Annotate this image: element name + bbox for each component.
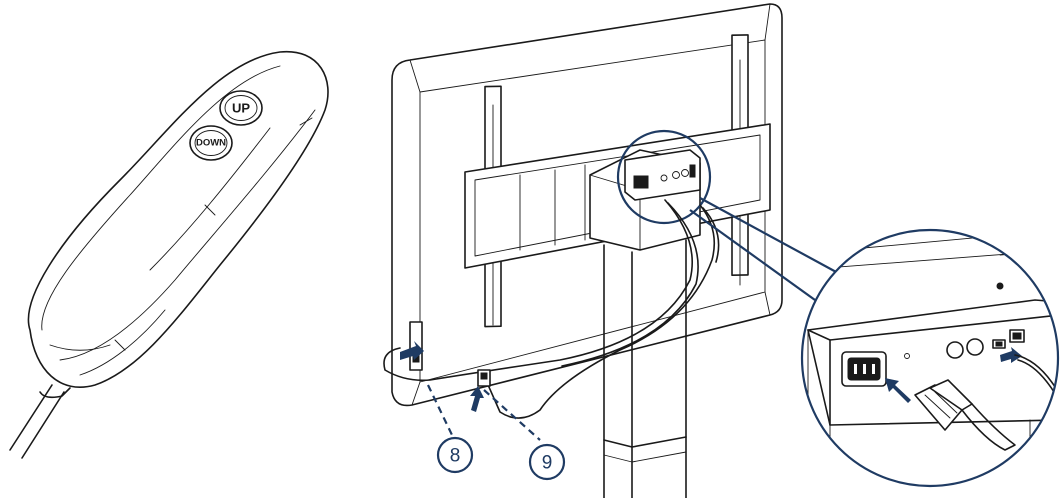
cables [383, 199, 720, 419]
down-button[interactable]: DOWN [189, 125, 233, 161]
down-button-label: DOWN [196, 138, 226, 149]
callout-8: 8 [436, 436, 474, 474]
control-box [616, 129, 712, 225]
callout-9-label: 9 [542, 453, 553, 474]
arrow-icon [470, 386, 484, 412]
up-button[interactable]: UP [219, 90, 263, 126]
magnifier-ring [800, 228, 1060, 488]
callout-8-leader [427, 384, 453, 436]
zoom-leader-lower [689, 209, 816, 301]
magnified-detail [800, 228, 1060, 488]
callout-9-leader [483, 389, 541, 441]
power-socket [633, 175, 649, 189]
callout-8-label: 8 [450, 446, 461, 467]
arrow-icon [400, 341, 424, 360]
up-button-label: UP [232, 101, 250, 116]
hand-remote: UP DOWN [9, 50, 329, 459]
callout-9: 9 [528, 443, 566, 481]
monitor-back [391, 3, 783, 407]
detail-callout-circle [616, 129, 712, 225]
zoom-leader-upper [699, 197, 839, 274]
power-plug-icon [914, 379, 1016, 451]
